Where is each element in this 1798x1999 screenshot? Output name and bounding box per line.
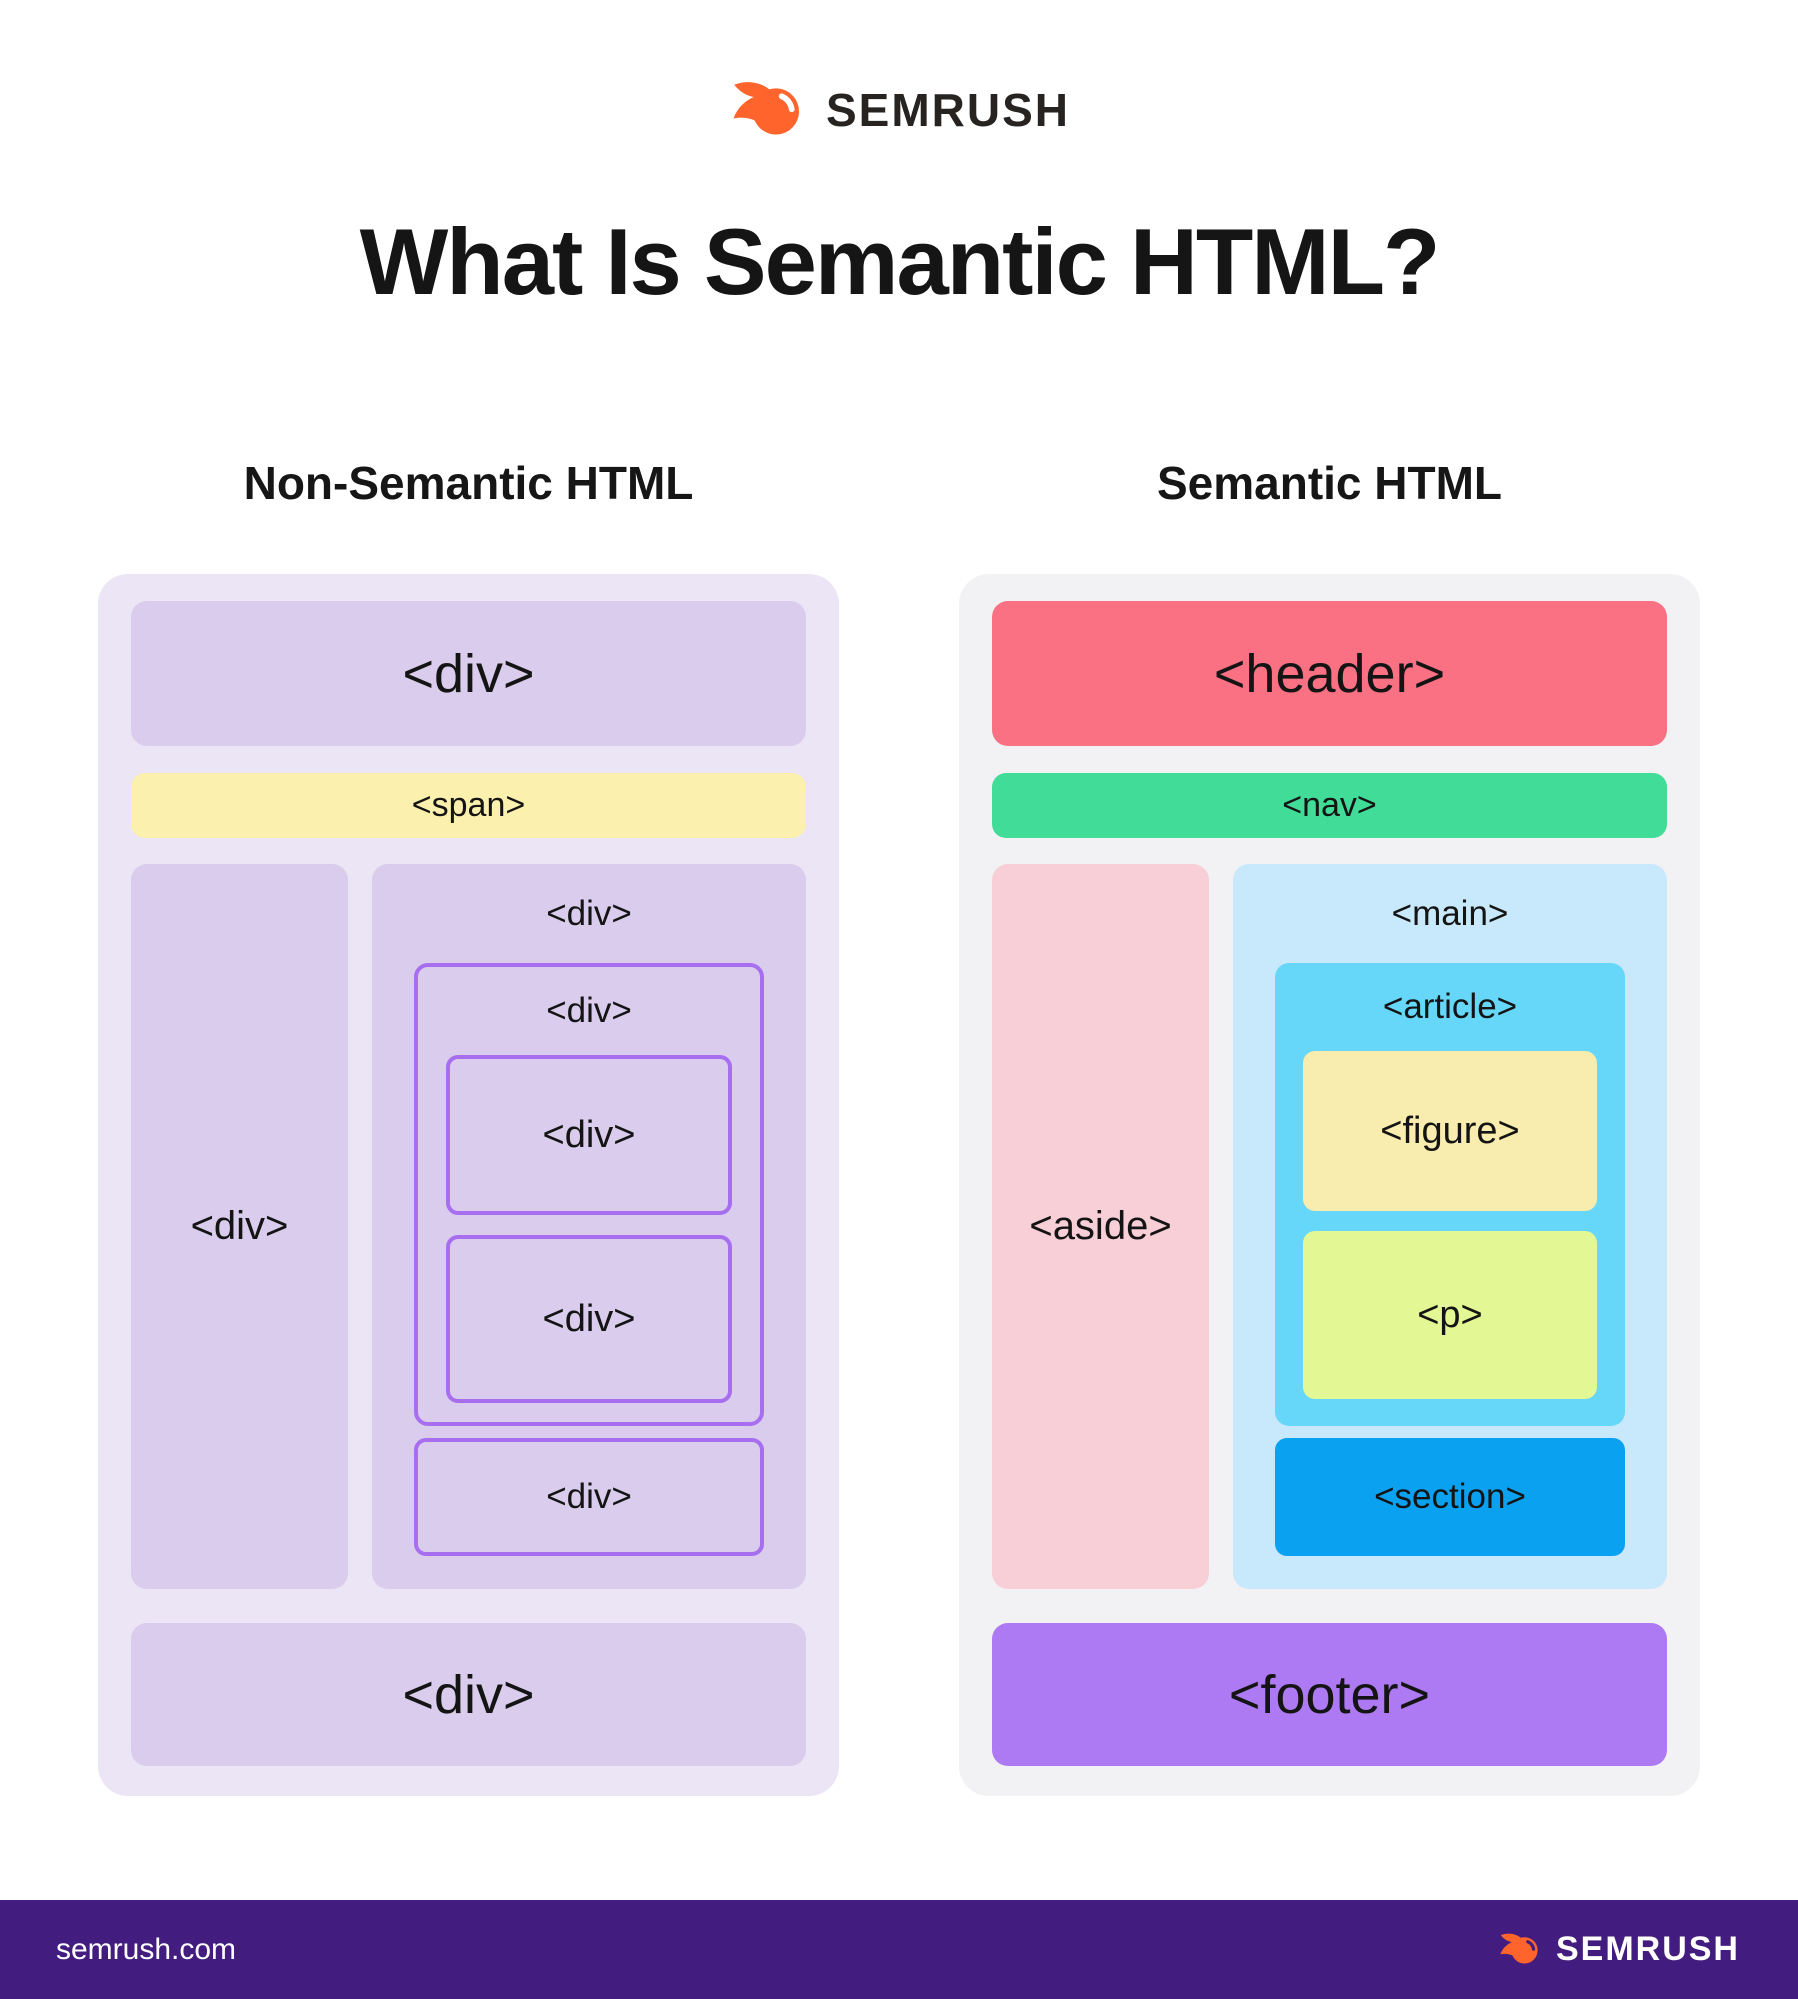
comparison-columns: Non-Semantic HTML <div> <span> <div> <di… bbox=[98, 456, 1700, 1796]
semantic-container: <header> <nav> <aside> <main> <article> … bbox=[959, 574, 1700, 1796]
column-non-semantic: Non-Semantic HTML <div> <span> <div> <di… bbox=[98, 456, 839, 1796]
nav-box: <nav> bbox=[992, 773, 1667, 838]
main-label: <main> bbox=[1391, 893, 1509, 933]
div-inner-box-1: <div> bbox=[446, 1055, 732, 1215]
non-semantic-container: <div> <span> <div> <div> <div> <div> <di… bbox=[98, 574, 839, 1796]
non-semantic-middle-row: <div> <div> <div> <div> <div> <div> bbox=[131, 864, 806, 1589]
semrush-flame-icon bbox=[1500, 1933, 1538, 1964]
page-title: What Is Semantic HTML? bbox=[359, 209, 1441, 314]
footer-box: <footer> bbox=[992, 1623, 1667, 1766]
bottom-bar: semrush.com SEMRUSH bbox=[0, 1900, 1798, 1999]
article-box: <article> <figure> <p> bbox=[1275, 963, 1625, 1426]
div-content-label: <div> bbox=[546, 893, 632, 933]
bottom-brand-wordmark: SEMRUSH bbox=[1555, 1930, 1740, 1968]
span-strip-box: <span> bbox=[131, 773, 806, 838]
brand-wordmark: SEMRUSH bbox=[825, 84, 1071, 136]
non-semantic-heading: Non-Semantic HTML bbox=[243, 457, 694, 509]
semantic-middle-row: <aside> <main> <article> <figure> <p> <s… bbox=[992, 864, 1667, 1589]
article-label: <article> bbox=[1382, 987, 1518, 1026]
p-box: <p> bbox=[1303, 1231, 1597, 1399]
section-box: <section> bbox=[1275, 1438, 1625, 1556]
aside-box: <aside> bbox=[992, 864, 1209, 1589]
semantic-heading: Semantic HTML bbox=[1156, 457, 1503, 509]
div-sibling-box: <div> bbox=[414, 1438, 764, 1556]
div-inner-box-2: <div> bbox=[446, 1235, 732, 1403]
semrush-flame-icon bbox=[733, 82, 799, 135]
header-box: <header> bbox=[992, 601, 1667, 746]
figure-box: <figure> bbox=[1303, 1051, 1597, 1211]
site-url: semrush.com bbox=[56, 1932, 237, 1966]
div-side-box: <div> bbox=[131, 864, 348, 1589]
main-box: <main> <article> <figure> <p> <section> bbox=[1233, 864, 1667, 1589]
div-nested-box: <div> <div> <div> bbox=[414, 963, 764, 1426]
column-semantic: Semantic HTML <header> <nav> <aside> <ma… bbox=[959, 456, 1700, 1796]
bottom-logo: SEMRUSH bbox=[1497, 1929, 1740, 1970]
top-logo: SEMRUSH bbox=[0, 0, 1798, 146]
div-top-box: <div> bbox=[131, 601, 806, 746]
div-bottom-box: <div> bbox=[131, 1623, 806, 1766]
div-content-box: <div> <div> <div> <div> <div> bbox=[372, 864, 806, 1589]
div-nested-label: <div> bbox=[546, 991, 632, 1030]
